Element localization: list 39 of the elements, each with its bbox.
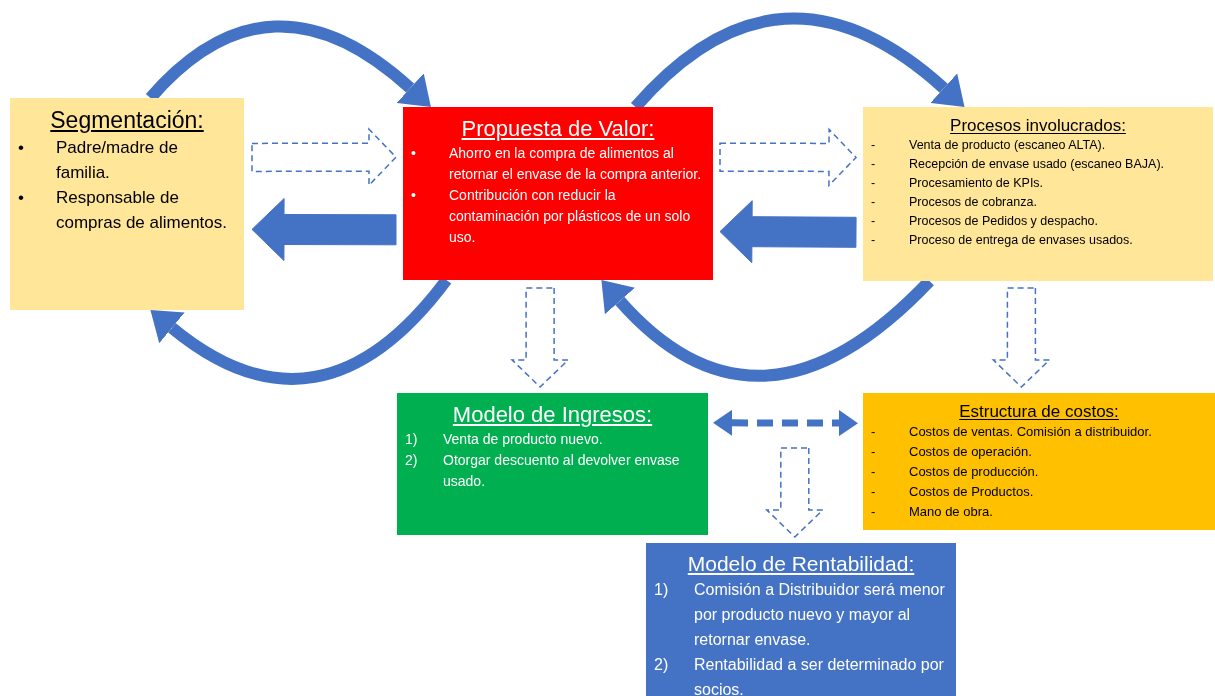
card-heading: Modelo de Ingresos: — [452, 401, 653, 429]
list-item: 2) Otorgar descuento al devolver envase usado. — [405, 450, 681, 491]
card-heading: Estructura de costos: — [959, 401, 1119, 423]
dashed-outline-arrow — [991, 287, 1052, 389]
list-item: - Procesos de cobranza. — [871, 194, 1038, 212]
list-item: - Venta de producto (escaneo ALTA). — [871, 137, 1107, 155]
list-item: 1) Venta de producto nuevo. — [405, 429, 604, 449]
list-item: • Responsable de compras de alimentos. — [18, 186, 229, 234]
segment-card — [10, 98, 244, 310]
list-item: • Ahorro en la compra de alimentos al retornar el envase de la compra anterior. — [411, 143, 703, 184]
list-item: • Contribución con reducir la contaminación por plásticos de un solo uso. — [411, 185, 692, 247]
list-item: - Recepción de envase usado (escaneo BAJA). — [871, 156, 1166, 174]
card-heading: Propuesta de Valor: — [461, 115, 655, 143]
value-card — [403, 107, 713, 280]
list-item: - Proceso de entrega de envases usados. — [871, 232, 1134, 250]
list-item: 1) Comisión a Distribuidor será menor por producto nuevo y mayor al retornar envase. — [654, 580, 946, 651]
block-arrow — [251, 198, 397, 261]
block-arrow — [719, 200, 857, 264]
revenue-card — [397, 393, 708, 535]
dashed-outline-arrow — [510, 287, 570, 389]
card-heading: Procesos involucrados: — [950, 115, 1126, 137]
list-item: - Mano de obra. — [871, 503, 994, 522]
list-item: - Costos de producción. — [871, 463, 1040, 482]
curved-arrow — [146, 20, 432, 107]
list-item: 2) Rentabilidad a ser determinado por socios. — [654, 655, 945, 696]
dashed-outline-arrow — [764, 447, 825, 539]
card-heading: Modelo de Rentabilidad: — [687, 551, 915, 577]
list-item: - Costos de Productos. — [871, 483, 1035, 502]
list-item: • Padre/madre de familia. — [18, 136, 179, 184]
list-item: - Procesos de Pedidos y despacho. — [871, 213, 1099, 231]
process-card — [863, 107, 1213, 281]
list-item: - Procesamiento de KPIs. — [871, 175, 1045, 193]
list-item: - Costos de ventas. Comisión a distribuidor. — [871, 423, 1153, 442]
dashed-outline-arrow — [719, 127, 858, 188]
card-heading: Segmentación: — [50, 106, 204, 135]
profit-card — [646, 543, 956, 696]
list-item: - Costos de operación. — [871, 443, 1033, 462]
cost-card — [863, 393, 1215, 530]
double-arrow — [713, 409, 858, 437]
